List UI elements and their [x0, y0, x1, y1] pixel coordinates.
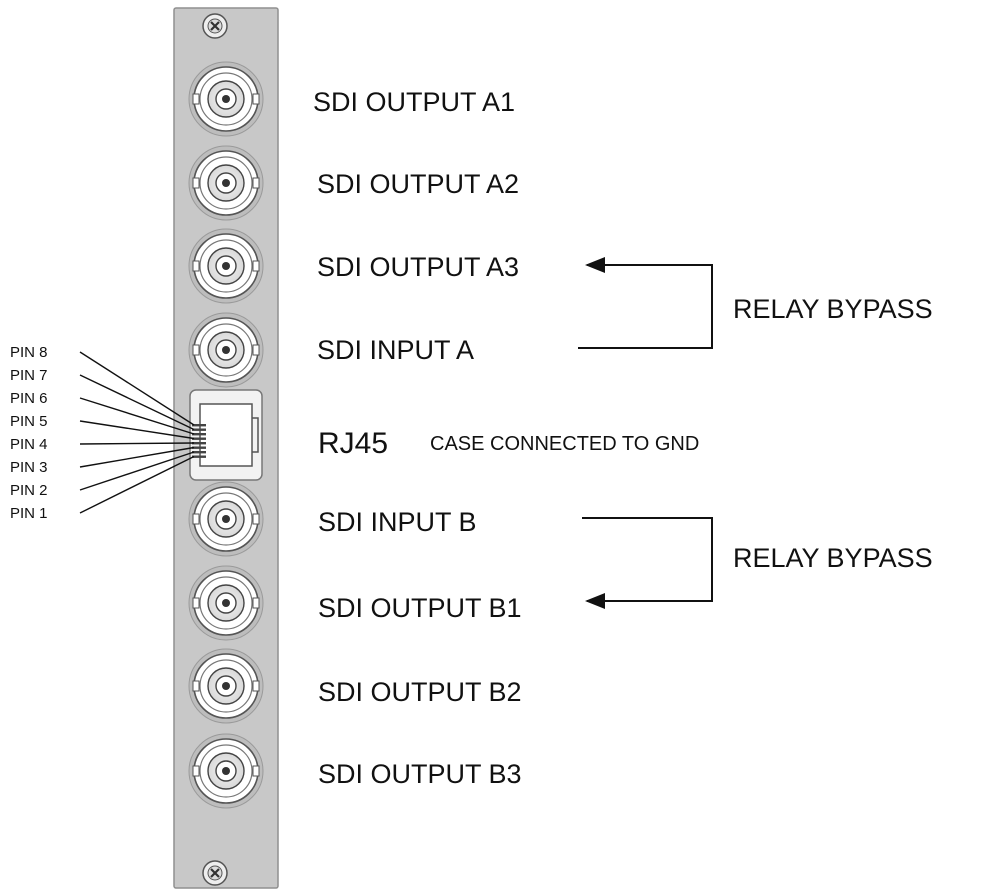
- bnc-connector-sdi-input-a: [188, 312, 264, 388]
- pin-label: PIN 4: [10, 436, 48, 453]
- port-label-sdi-output-a2: SDI OUTPUT A2: [317, 169, 519, 199]
- bnc-connector-sdi-output-b3: [188, 733, 264, 809]
- relay-bypass-a-label: RELAY BYPASS: [733, 294, 933, 324]
- rj45-contact: [192, 433, 206, 436]
- bnc-connectors: [188, 61, 264, 809]
- rj45-contact: [192, 437, 206, 440]
- pin-label: PIN 3: [10, 459, 48, 476]
- port-label-sdi-output-a3: SDI OUTPUT A3: [317, 252, 519, 282]
- rj45-case-note: CASE CONNECTED TO GND: [430, 433, 699, 455]
- relay-bypass-a-connector: [578, 257, 713, 349]
- port-label-sdi-output-b1: SDI OUTPUT B1: [318, 593, 522, 623]
- pin-label: PIN 7: [10, 367, 48, 384]
- bnc-connector-sdi-output-a3: [188, 228, 264, 304]
- rj45-jack: [189, 389, 263, 481]
- pin-leader-line: [79, 351, 195, 426]
- pin-leader-line: [79, 397, 195, 435]
- rj45-contact: [192, 424, 206, 427]
- pin-leader-line: [79, 374, 195, 431]
- pin-label: PIN 5: [10, 413, 48, 430]
- port-label-sdi-input-b: SDI INPUT B: [318, 507, 477, 537]
- pin-label: PIN 6: [10, 390, 48, 407]
- rj45-contact: [192, 446, 206, 449]
- port-label-sdi-output-a1: SDI OUTPUT A1: [313, 87, 515, 117]
- bottom-screw-icon: [202, 860, 228, 886]
- bnc-connector-sdi-output-a2: [188, 145, 264, 221]
- relay-bypass-b-label: RELAY BYPASS: [733, 543, 933, 573]
- bnc-connector-sdi-output-b1: [188, 565, 264, 641]
- port-label-sdi-input-a: SDI INPUT A: [317, 335, 474, 365]
- rj45-contacts: [192, 424, 206, 458]
- pin-label: PIN 1: [10, 505, 48, 522]
- rj45-contact: [192, 428, 206, 431]
- pin-leader-line: [79, 451, 195, 491]
- bnc-connector-sdi-input-b: [188, 481, 264, 557]
- port-label-sdi-output-b2: SDI OUTPUT B2: [318, 677, 522, 707]
- rj45-pin-labels: PIN 8 PIN 7 PIN 6 PIN 5 PIN 4 PIN 3 PIN 2 PIN 1: [10, 344, 195, 522]
- pin-label: PIN 8: [10, 344, 48, 361]
- pin-leader-line: [79, 446, 195, 468]
- pin-label: PIN 2: [10, 482, 48, 499]
- rj45-contact: [192, 455, 206, 458]
- pin-leader-line: [79, 455, 195, 514]
- port-label-sdi-output-b3: SDI OUTPUT B3: [318, 759, 522, 789]
- pin-leader-line: [79, 442, 195, 445]
- bnc-connector-sdi-output-b2: [188, 648, 264, 724]
- relay-bypass-b-connector: [582, 517, 713, 609]
- pin-leader-line: [79, 420, 195, 440]
- bnc-connector-sdi-output-a1: [188, 61, 264, 137]
- rj45-label: RJ45: [318, 427, 388, 460]
- rj45-contact: [192, 442, 206, 445]
- rj45-contact: [192, 451, 206, 454]
- top-screw-icon: [202, 13, 228, 39]
